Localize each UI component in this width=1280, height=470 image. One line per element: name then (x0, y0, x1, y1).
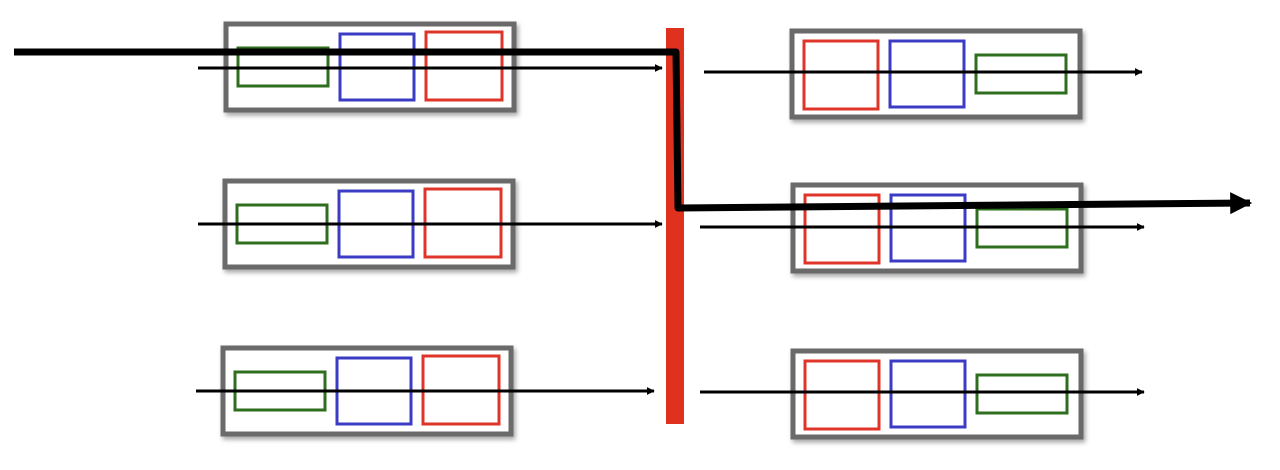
right-row-3-red-box (803, 359, 881, 431)
bold-path-layer (14, 48, 1253, 215)
bold-path (14, 48, 1253, 215)
right-row-3-green-box (975, 373, 1069, 415)
containers (220, 21, 1084, 440)
right-row-3-container (790, 348, 1084, 440)
right-row-1-green-box (974, 53, 1068, 95)
right-row-2-red-box (803, 193, 881, 265)
right-row-1-blue-box (888, 39, 966, 109)
right-row-1 (789, 28, 1083, 120)
right-row-3 (790, 348, 1084, 440)
right-row-1-red-box (802, 39, 880, 111)
arrows (196, 64, 1145, 396)
right-row-1-container (789, 28, 1083, 120)
left-row-1-red-box (424, 30, 504, 102)
right-row-3-blue-box (889, 359, 967, 429)
